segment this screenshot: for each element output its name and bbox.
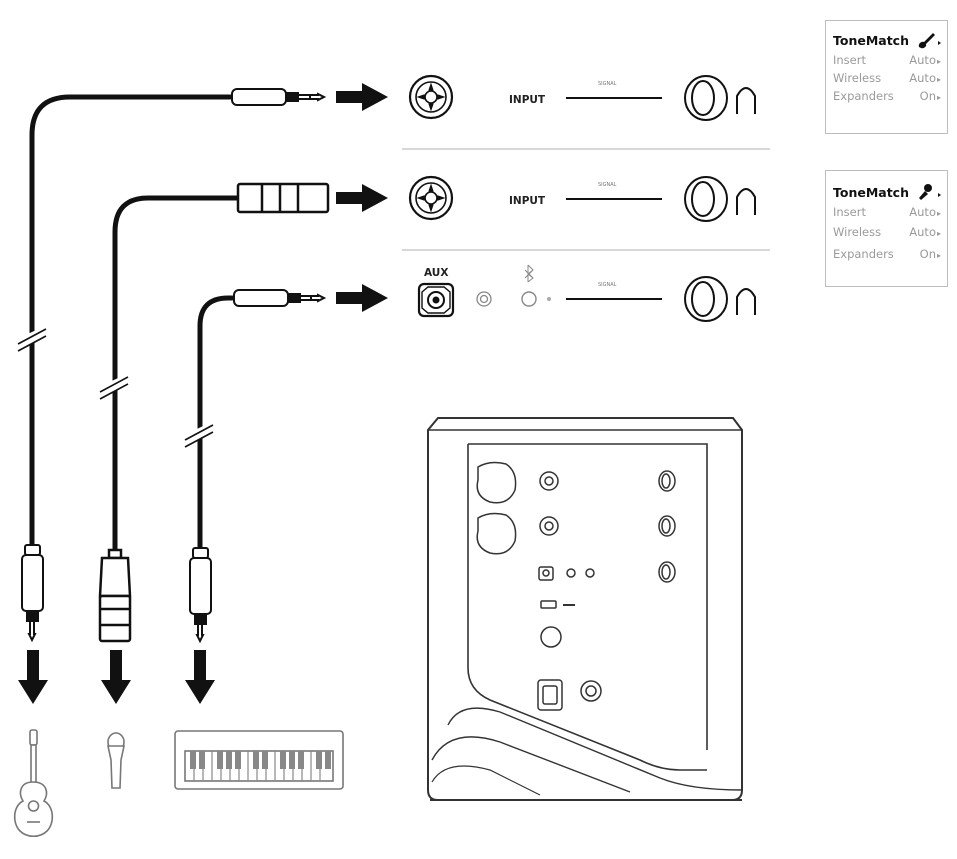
cable-microphone (112, 195, 243, 553)
microphone-icon (917, 183, 941, 201)
bluetooth-led (547, 297, 551, 301)
row-label: Wireless (833, 71, 882, 85)
row-value: On (920, 247, 941, 261)
row-label: Expanders (833, 89, 894, 103)
row-label: Insert (833, 205, 866, 219)
bluetooth-icon (524, 264, 534, 283)
microphone-icon (107, 732, 125, 789)
quarter-inch-plug-top-1 (231, 88, 327, 106)
row-label: Wireless (833, 225, 882, 239)
xlr-plug-bottom (98, 548, 132, 643)
tonematch-row-insert[interactable]: Insert Auto (833, 205, 941, 219)
tonematch-row-insert[interactable]: Insert Auto (833, 53, 941, 67)
arrow-right-icon (336, 184, 388, 212)
tonematch-row-wireless[interactable]: Wireless Auto (833, 225, 941, 239)
tonematch-row-expanders[interactable]: Expanders On (833, 247, 941, 261)
keyboard-icon (174, 730, 344, 790)
quarter-inch-plug-bottom-1 (21, 544, 44, 643)
xlr-plug-top (236, 182, 330, 214)
quarter-inch-plug-bottom-3 (189, 547, 212, 644)
guitar-icon (917, 31, 941, 49)
signal-label-3: SIGNAL (598, 282, 617, 288)
row-label: Expanders (833, 247, 894, 261)
row-value: Auto (909, 53, 941, 67)
speaker-handle-1 (476, 461, 517, 504)
bluetooth-button[interactable] (521, 291, 537, 307)
tonematch-title-row-1: ToneMatch (833, 31, 941, 49)
channel-knob-3[interactable] (684, 276, 756, 322)
tonematch-row-wireless[interactable]: Wireless Auto (833, 71, 941, 85)
arrow-down-icon (101, 650, 131, 704)
arrow-down-icon (185, 650, 215, 704)
tonematch-panel-1: ToneMatch Insert Auto Wireless Auto Expa… (825, 20, 948, 134)
tonematch-panel-2: ToneMatch Insert Auto Wireless Auto Expa… (825, 170, 948, 287)
aux-label: AUX (424, 267, 448, 279)
arrow-right-icon (336, 284, 388, 312)
tonematch-title: ToneMatch (833, 32, 909, 48)
combo-jack-1[interactable] (408, 74, 454, 120)
tonematch-title: ToneMatch (833, 184, 909, 200)
speaker-usb-port (540, 600, 557, 609)
row-value: Auto (909, 225, 941, 239)
signal-label-1: SIGNAL (598, 81, 617, 87)
combo-jack-2[interactable] (408, 175, 454, 221)
insert-arrows (336, 83, 388, 312)
speaker-xlr-out (540, 626, 562, 648)
aux-ring (476, 291, 492, 307)
channel-knob-2[interactable] (684, 176, 756, 222)
input-label-1: INPUT (509, 94, 546, 106)
quarter-inch-plug-top-3 (233, 289, 327, 307)
cable-keyboard (197, 295, 235, 553)
cables (29, 94, 243, 553)
row-value: Auto (909, 71, 941, 85)
row-value: Auto (909, 205, 941, 219)
arrow-down-icon (18, 650, 48, 704)
aux-jack[interactable] (417, 282, 455, 318)
tonematch-title-row-2: ToneMatch (833, 183, 941, 201)
channel-knob-1[interactable] (684, 75, 756, 121)
cable-break-marks (17, 326, 214, 448)
speaker-handle-2 (476, 512, 517, 555)
speaker-unit (427, 417, 743, 801)
down-arrows (18, 650, 215, 704)
cable-guitar (29, 94, 233, 548)
input-label-2: INPUT (509, 195, 546, 207)
row-value: On (920, 89, 941, 103)
arrow-right-icon (336, 83, 388, 111)
tonematch-row-expanders[interactable]: Expanders On (833, 89, 941, 103)
row-label: Insert (833, 53, 866, 67)
speaker-panel-controls (476, 461, 676, 711)
guitar-icon (13, 729, 54, 838)
signal-label-2: SIGNAL (598, 182, 617, 188)
